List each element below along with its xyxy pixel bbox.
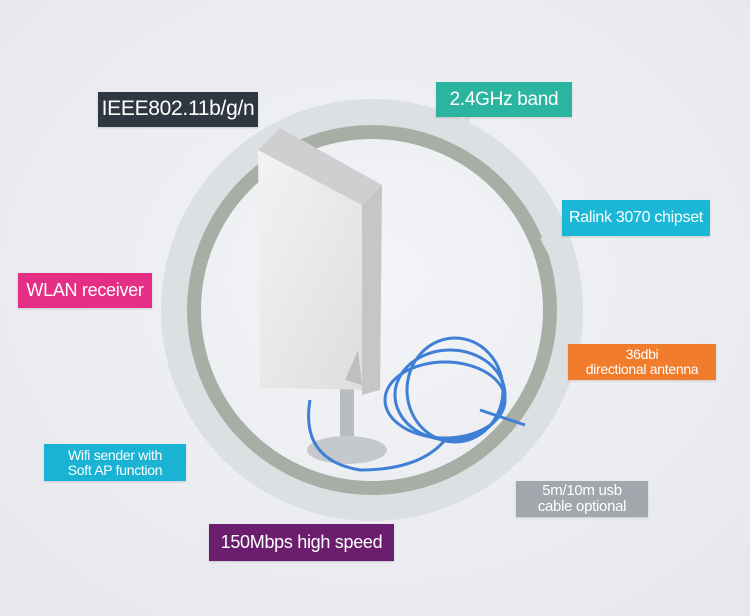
signal-ring <box>161 99 583 521</box>
label-cable: 5m/10m usb cable optional <box>516 481 648 517</box>
label-antenna: 36dbi directional antenna <box>568 344 716 380</box>
softap-text-2: Soft AP function <box>67 461 163 478</box>
receiver-text: WLAN receiver <box>26 280 144 301</box>
softap-text-1: Wifi sender with <box>67 446 162 463</box>
label-chipset: Ralink 3070 chipset <box>562 200 710 236</box>
standard-text: IEEE802.11b/g/n <box>101 97 255 121</box>
antenna-text-2: directional antenna <box>585 361 699 377</box>
cable-text-1: 5m/10m usb <box>542 482 622 500</box>
label-softap: Wifi sender with Soft AP function <box>44 444 186 481</box>
label-standard: IEEE802.11b/g/n <box>98 92 258 127</box>
speed-text: 150Mbps high speed <box>220 532 383 553</box>
label-receiver: WLAN receiver <box>18 273 152 308</box>
antenna-panel <box>258 128 387 464</box>
label-speed: 150Mbps high speed <box>209 524 394 561</box>
usb-cable <box>307 336 526 472</box>
band-text: 2.4GHz band <box>449 88 559 110</box>
antenna-text-1: 36dbi <box>625 346 659 363</box>
label-band: 2.4GHz band <box>436 82 572 117</box>
cable-text-2: cable optional <box>537 498 627 515</box>
chipset-text: Ralink 3070 chipset <box>569 208 703 226</box>
